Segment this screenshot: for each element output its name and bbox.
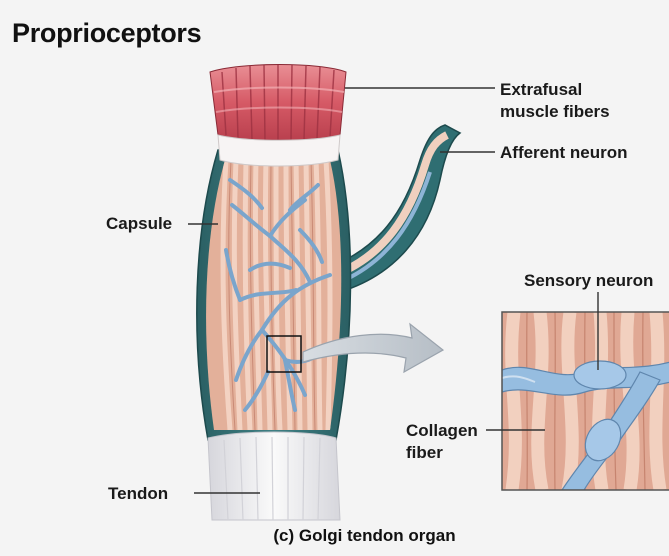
label-extrafusal-line2: muscle fibers	[500, 101, 610, 122]
label-extrafusal-line1: Extrafusal	[500, 79, 582, 100]
label-sensory-neuron: Sensory neuron	[524, 270, 653, 291]
page-title: Proprioceptors	[12, 18, 201, 49]
label-capsule: Capsule	[106, 213, 172, 234]
label-collagen-line1: Collagen	[406, 420, 478, 441]
inset-magnified-view	[502, 312, 669, 490]
label-tendon: Tendon	[108, 483, 168, 504]
label-afferent-neuron: Afferent neuron	[500, 142, 628, 163]
extrafusal-muscle-fibers	[210, 65, 346, 167]
label-collagen-line2: fiber	[406, 442, 443, 463]
tendon	[208, 432, 340, 520]
figure-caption: (c) Golgi tendon organ	[0, 526, 669, 546]
